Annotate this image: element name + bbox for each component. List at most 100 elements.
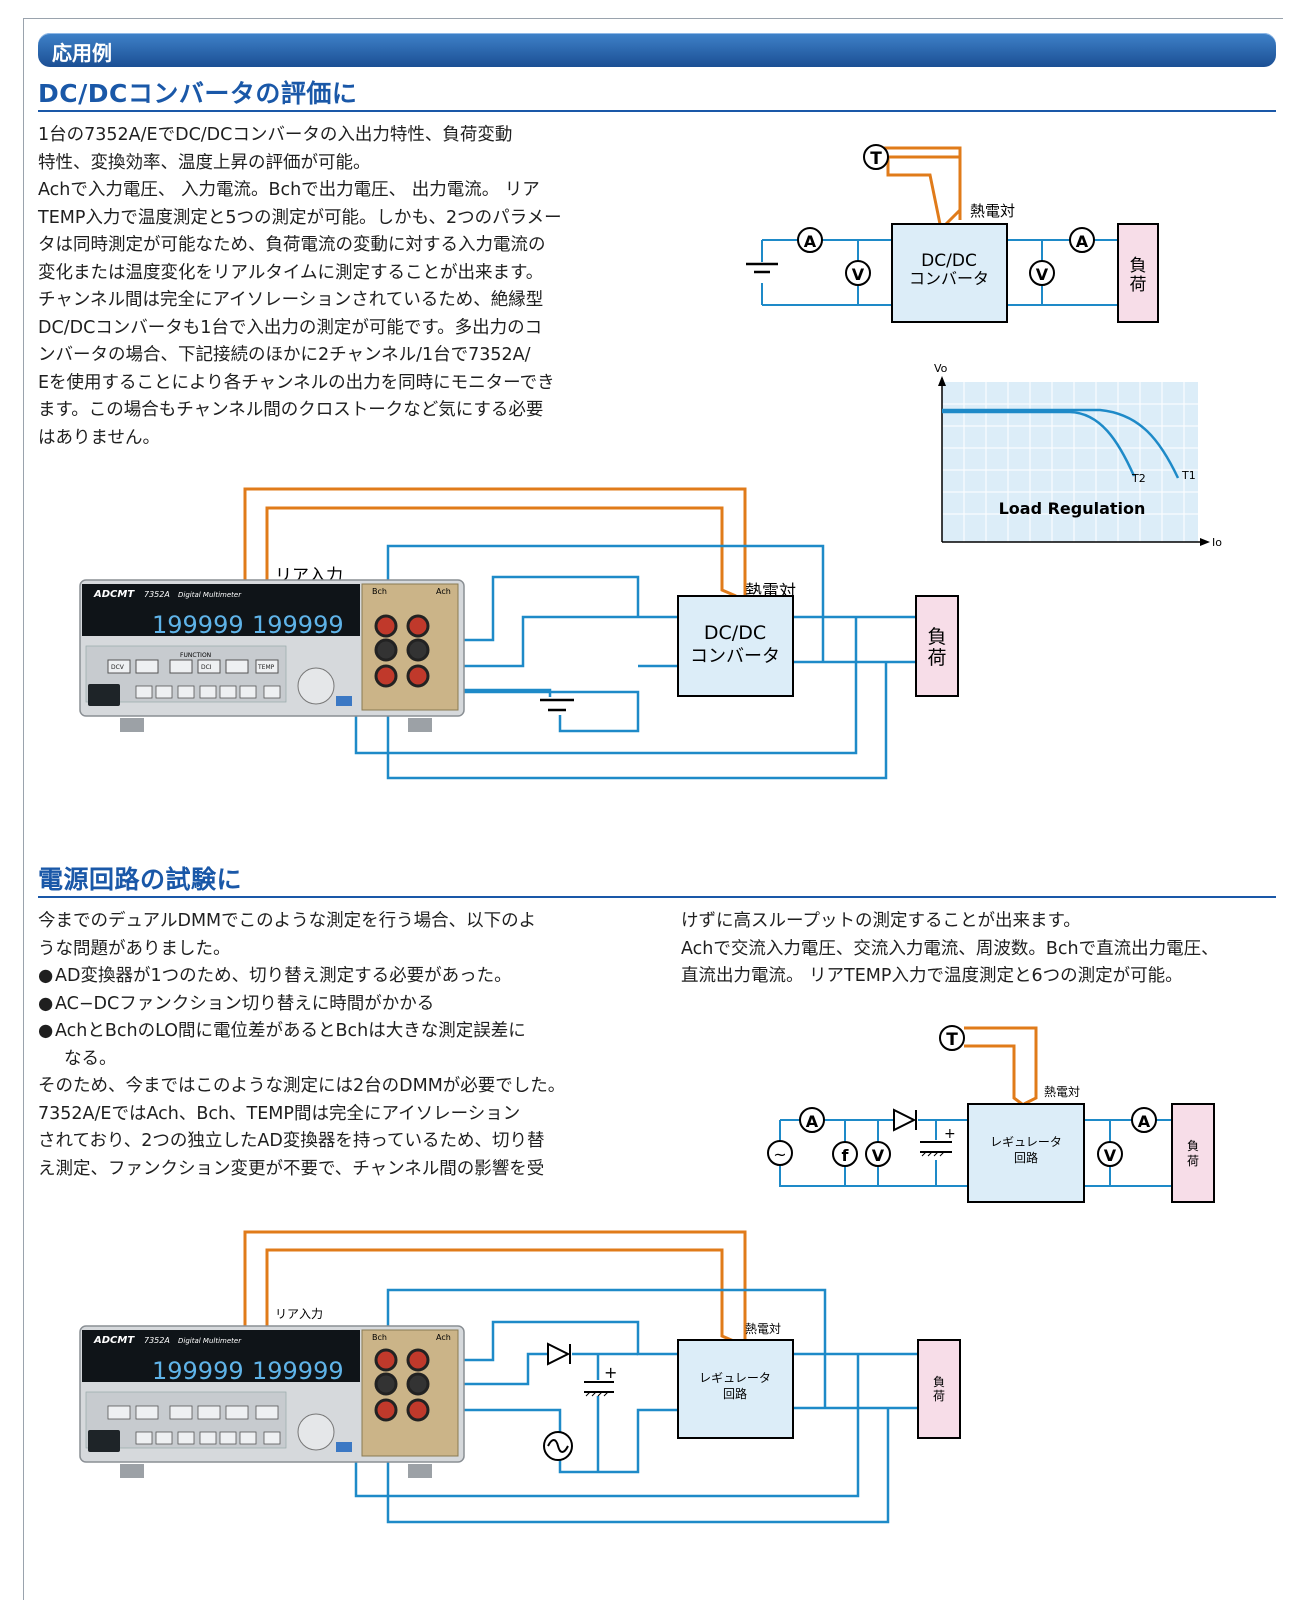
svg-text:Digital Multimeter: Digital Multimeter	[178, 591, 242, 599]
svg-text:DCI: DCI	[201, 664, 212, 671]
section2-line: 7352A/EではAch、Bch、TEMP間は完全にアイソレーション	[38, 1103, 521, 1124]
svg-text:f: f	[842, 1146, 850, 1165]
section2-right-line: Achで交流入力電圧、交流入力電流、周波数。Bchで直流出力電圧、	[681, 938, 1219, 959]
load-box	[915, 595, 959, 697]
svg-text:DC/DC: DC/DC	[921, 251, 977, 271]
svg-text:負: 負	[927, 626, 946, 648]
svg-text:回路: 回路	[723, 1386, 747, 1401]
curve-t1	[942, 408, 1180, 479]
section1-line: 特性、変換効率、温度上昇の評価が可能。	[38, 152, 371, 173]
svg-text:Ach: Ach	[436, 587, 451, 596]
section1-line: Eを使用することにより各チャンネルの出力を同時にモニターでき	[38, 372, 555, 393]
svg-text:V: V	[1104, 1146, 1117, 1165]
section1-line: Achで入力電圧、 入力電流。Bchで出力電圧、 出力電流。 リア	[38, 180, 540, 200]
svg-text:レギュレータ: レギュレータ	[990, 1135, 1062, 1149]
section2-line: されており、2つの独立したAD変換器を持っているため、切り替	[38, 1131, 545, 1151]
section1-line: ます。この場合もチャンネル間のクロストークなど気にする必要	[38, 400, 544, 420]
svg-text:T1: T1	[1181, 469, 1196, 482]
section2-line: 今までのデュアルDMMでこのような測定を行う場合、以下のよ	[38, 911, 537, 931]
dcdc-converter-box	[891, 223, 1008, 323]
svg-text:負: 負	[1187, 1139, 1199, 1153]
svg-text:T: T	[946, 1030, 958, 1050]
section2-line: そのため、今まではこのような測定には2台のDMMが必要でした。	[38, 1076, 566, 1096]
ammeter-icon	[797, 227, 823, 253]
section1-rule	[38, 110, 1276, 112]
schematic1: T 熱電対 A V V A DC/DC コンバータ 負 荷	[746, 144, 1159, 323]
svg-text:レギュレータ: レギュレータ	[699, 1371, 771, 1385]
svg-text:DC/DC: DC/DC	[704, 622, 766, 644]
voltmeter-icon	[845, 260, 871, 286]
section2-rule	[38, 896, 1276, 898]
section1-line: 変化または温度変化をリアルタイムに測定することが出来ます。	[38, 262, 544, 283]
load-regulation-graph: Vo Io T2 T1 Load Regulation	[934, 362, 1222, 549]
svg-text:A: A	[806, 1112, 819, 1131]
svg-text:V: V	[852, 265, 865, 284]
load-box	[917, 1339, 961, 1439]
svg-text:A: A	[1138, 1112, 1151, 1131]
svg-text:荷: 荷	[1187, 1154, 1199, 1168]
section1-line: 1台の7352A/EでDC/DCコンバータの入出力特性、負荷変動	[38, 125, 513, 145]
svg-text:Load Regulation: Load Regulation	[999, 499, 1146, 518]
section2-right-line: けずに高スループットの測定することが出来ます。	[681, 911, 1081, 931]
svg-text:負: 負	[933, 1375, 945, 1389]
section1-line: DC/DCコンバータも1台で入出力の測定が可能です。多出力のコ	[38, 317, 543, 338]
svg-text:コンバータ: コンバータ	[909, 269, 989, 288]
regulator-box	[677, 1339, 794, 1439]
section1-line: はありません。	[38, 427, 160, 448]
svg-text:A: A	[804, 232, 817, 251]
svg-text:コンバータ: コンバータ	[690, 646, 780, 667]
svg-text:ADCMT: ADCMT	[93, 1335, 135, 1346]
curve-t2	[942, 410, 1136, 477]
svg-text:荷: 荷	[1130, 275, 1147, 295]
svg-text:FUNCTION: FUNCTION	[180, 652, 211, 659]
section1-line: TEMP入力で温度測定と5つの測定が可能。しかも、2つのパラメー	[38, 207, 562, 228]
section1-line: タは同時測定が可能なため、負荷電流の変動に対する入力電流の	[38, 235, 546, 255]
section2-line: なる。	[64, 1048, 117, 1069]
svg-text:T2: T2	[1131, 472, 1146, 485]
svg-text:リア入力: リア入力	[275, 566, 343, 586]
svg-text:負: 負	[1130, 256, 1147, 276]
temp-meter-icon	[863, 144, 889, 170]
bullet-text: AchとBchのLO間に電位差があるとBchは大きな測定誤差に	[55, 1021, 526, 1041]
dcdc-converter-box	[677, 595, 794, 697]
svg-text:199999: 199999	[152, 1357, 244, 1385]
svg-text:199999: 199999	[252, 611, 344, 639]
svg-text:Bch: Bch	[372, 587, 387, 596]
bullet-text: AD変換器が1つのため、切り替え測定する必要があった。	[55, 966, 512, 986]
section2-right-line: 直流出力電流。 リアTEMP入力で温度測定と6つの測定が可能。	[681, 966, 1183, 986]
ac-source-icon	[547, 1439, 569, 1453]
section2-line: うな問題がありました。	[38, 938, 231, 959]
svg-text:熱電対: 熱電対	[1044, 1085, 1080, 1099]
page-frame-left	[23, 18, 24, 1600]
section2-line: え測定、ファンクション変更が不要で、チャンネル間の影響を受	[38, 1158, 545, 1179]
svg-text:DCV: DCV	[111, 664, 125, 671]
svg-text:Vo: Vo	[934, 362, 948, 375]
ammeter-icon	[1069, 227, 1095, 253]
instrument-body: ADCMT 7352A Digital Multimeter 199999 19…	[79, 579, 465, 732]
section1-line: ンバータの場合、下記接続のほかに2チャンネル/1台で7352A/	[38, 345, 531, 365]
svg-text:熱電対: 熱電対	[745, 582, 796, 602]
multimeter-instrument-2: ADCMT 7352A Digital Multimeter 199999 19…	[79, 1325, 465, 1478]
svg-text:リア入力: リア入力	[275, 1307, 323, 1321]
svg-text:199999: 199999	[152, 611, 244, 639]
svg-text:~: ~	[773, 1145, 786, 1164]
section2-right-body: けずに高スループットの測定することが出来ます。 Achで交流入力電圧、交流入力電流…	[681, 908, 1281, 991]
svg-text:Ach: Ach	[436, 1333, 451, 1342]
svg-text:199999: 199999	[252, 1357, 344, 1385]
svg-text:+: +	[944, 1126, 956, 1142]
section2-title: 電源回路の試験に	[38, 865, 243, 894]
svg-text:Bch: Bch	[372, 1333, 387, 1342]
svg-text:+: +	[604, 1363, 617, 1382]
header-label: 応用例	[52, 41, 112, 65]
svg-text:7352A: 7352A	[144, 590, 170, 599]
section1-line: チャンネル間は完全にアイソレーションされているため、絶縁型	[38, 290, 544, 310]
load-box	[1171, 1103, 1215, 1203]
load-box	[1117, 223, 1159, 323]
svg-text:Io: Io	[1212, 536, 1222, 549]
svg-text:Digital Multimeter: Digital Multimeter	[178, 1337, 242, 1345]
section1-title: DC/DCコンバータの評価に	[38, 79, 358, 108]
svg-text:回路: 回路	[1014, 1150, 1038, 1165]
svg-text:V: V	[1036, 265, 1049, 284]
regulator-box	[967, 1103, 1085, 1203]
bullet-item: ●AchとBchのLO間に電位差があるとBchは大きな測定誤差に	[38, 1018, 638, 1046]
